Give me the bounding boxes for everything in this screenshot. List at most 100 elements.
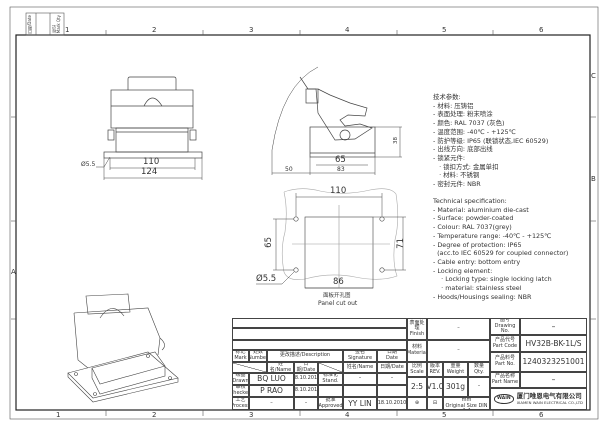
date-header: 日期/Date	[294, 362, 318, 373]
checked-name: P RAO	[249, 385, 294, 397]
process-date: –	[294, 397, 318, 410]
projection-symbol-icon: ⊕	[407, 397, 427, 410]
spec-line: · 锁扣方式: 金属单扣	[433, 162, 499, 171]
spec-line: - Surface: powder-coated	[433, 214, 514, 223]
column-label: 1	[65, 26, 70, 34]
dim-71: 71	[396, 238, 406, 249]
spec-line: · Locking type: single locking latch	[433, 275, 552, 284]
column-ticks	[11, 30, 596, 416]
front-view-flange	[103, 151, 203, 159]
panel-caption-cn: 面板开孔图	[323, 293, 351, 299]
stand-label: 标准化 Stand.	[318, 373, 343, 385]
number-label: 处数 Number	[249, 350, 267, 362]
finish-label: 表面处理 Finish	[407, 318, 427, 340]
spec-line: - Material: aluminium die-cast	[433, 205, 529, 214]
material-value: –	[427, 340, 490, 362]
view-symbol-icon: ⊟	[427, 397, 443, 410]
blank	[318, 385, 343, 397]
weight-label: 重量 Weight	[443, 362, 468, 377]
dim-38: 38	[393, 137, 399, 144]
date-label: 日期 Date	[377, 350, 407, 362]
spec-line: - Cable entry: bottom entry	[433, 257, 521, 266]
company-logo: WAIN	[494, 394, 514, 404]
name-header: 姓名/Name	[267, 362, 294, 373]
row-label: B	[591, 175, 596, 183]
inner-frame	[15, 34, 591, 411]
spec-line: - 材料: 压铸铝	[433, 101, 474, 110]
column-label: 5	[442, 411, 447, 419]
drawn-name: BQ LUO	[249, 373, 294, 385]
dim-hole: Ø5.5	[256, 274, 277, 284]
dim-83: 83	[337, 166, 345, 173]
company-name-en: XIAMEN WAIN ELECTRICAL CO.,LTD	[516, 400, 583, 406]
approved-date: 18.10.2010	[377, 397, 407, 410]
spec-line: - 锁紧元件:	[433, 153, 466, 162]
revision-date-label: 日期/Date	[27, 15, 32, 34]
spec-line: - 防护等级: IP65 (联锁状态,IEC 60529)	[433, 136, 549, 145]
spec-line: · 材料: 不锈钢	[433, 171, 480, 180]
spec-line: - 温度范围: -40℃ - +125℃	[433, 127, 516, 136]
rev-value: V1.0	[427, 377, 443, 397]
spec-line: - 出线方向: 底部出线	[433, 145, 493, 154]
diag-cell	[232, 362, 267, 373]
drawn-date: 18.10.2010	[294, 373, 318, 385]
scale-label: 比例 Scale	[407, 362, 427, 377]
finish-value: –	[427, 318, 490, 340]
front-view	[96, 76, 203, 180]
spec-line: (acc.to IEC 60529 for coupled connector)	[433, 249, 569, 258]
part-code-value: HV32B-BK-1L/S	[520, 335, 587, 352]
column-label: 2	[152, 411, 157, 419]
stand-date: –	[377, 373, 407, 385]
dim-110: 110	[330, 186, 347, 196]
spec-line: - Locking element:	[433, 266, 493, 275]
company-name-cn: 厦门唯恩电气有限公司	[516, 392, 582, 401]
spec-line: - Hoods/Housings sealing: NBR	[433, 292, 532, 301]
dim-86: 86	[333, 277, 344, 287]
revision-mark-label: 标记 Mark Qty	[51, 15, 61, 34]
stand-name: –	[343, 373, 377, 385]
column-label: 2	[152, 26, 157, 34]
blank	[377, 385, 407, 397]
spec-line: Technical specification:	[433, 197, 507, 205]
dimensions-note: All Dimensions in mm Original Size DIN A…	[443, 397, 490, 410]
checked-label: 审核 Checked	[232, 385, 249, 397]
column-label: 4	[345, 26, 350, 34]
spec-line: - Colour: RAL 7037(grey)	[433, 223, 512, 232]
weight-value: 301g	[443, 377, 468, 397]
part-no-label: 产品料号 Part No.	[490, 352, 520, 372]
part-name-label: 产品名称 Part Name	[490, 372, 520, 388]
rev-label: 版本 REV.	[427, 362, 443, 377]
mark-label: 标记 Mark	[232, 350, 249, 362]
process-name: –	[249, 397, 294, 410]
drawing-no-value: –	[520, 318, 587, 335]
part-code-label: 产品代号 Part Code	[490, 335, 520, 352]
spec-line: - 密封元件: NBR	[433, 180, 481, 188]
locking-lever	[299, 76, 373, 141]
side-view	[271, 66, 402, 175]
blank-row	[232, 340, 407, 350]
drawing-no-label: 图号 Drawing No.	[490, 318, 520, 335]
panel-caption-en: Panel cut out	[318, 300, 358, 307]
blank	[343, 385, 377, 397]
swing-arc	[271, 66, 319, 151]
column-label: 4	[345, 411, 350, 419]
checked-date: 18.10.2010	[294, 385, 318, 397]
dim-hole: Ø5.5	[81, 161, 96, 168]
approved-name: YY LIN	[343, 397, 377, 410]
qty-value: –	[468, 377, 490, 397]
row-label: A	[11, 268, 16, 276]
part-no-value: 1240323251001	[520, 352, 587, 372]
spec-line: - 表面处理: 粉末喷涂	[433, 110, 493, 119]
column-label: 3	[249, 26, 254, 34]
blank-row	[232, 328, 407, 340]
process-label: 工艺 Process	[232, 397, 249, 410]
dim-50: 50	[285, 166, 293, 173]
name-header: 姓名/Name	[343, 362, 377, 373]
column-label: 3	[249, 411, 254, 419]
isometric-view	[67, 293, 179, 403]
approved-label: 批准 Approved	[318, 397, 343, 410]
column-label: 5	[442, 26, 447, 34]
signature-label: 签名 Signature	[343, 350, 377, 362]
